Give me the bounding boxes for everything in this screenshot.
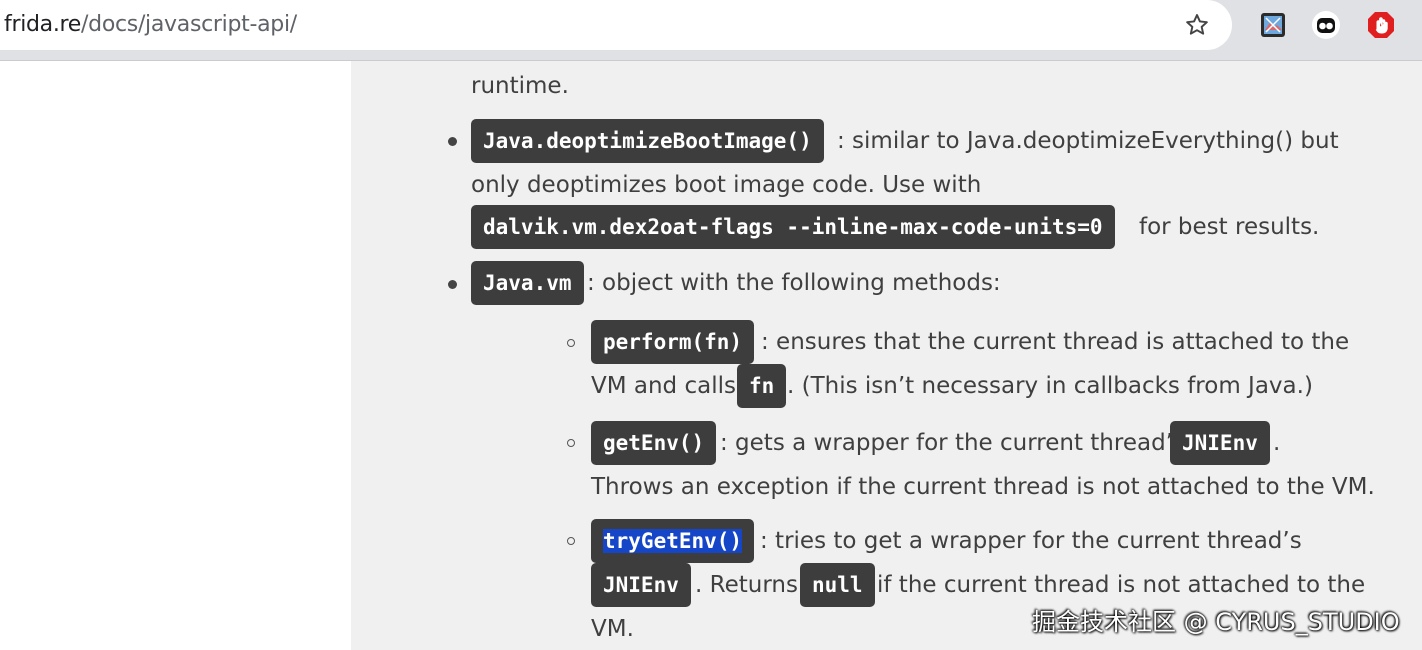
code-perform-fn: perform(fn): [591, 320, 755, 364]
docs-content: runtime. Java.deoptimizeBootImage() : si…: [351, 61, 1422, 650]
extension-icon-1[interactable]: [1258, 10, 1288, 40]
sub1-text-a: : ensures that the current thread is att…: [761, 329, 1350, 355]
watermark-text: 掘金技术社区 @ CYRUS_STUDIO: [1032, 608, 1400, 636]
code-jnienv: JNIEnv: [1170, 421, 1270, 465]
item2-text: : object with the following methods:: [587, 270, 1001, 296]
sub2-text-b: .: [1273, 430, 1281, 456]
code-java-vm: Java.vm: [471, 261, 584, 305]
sub3-text-d: VM.: [591, 616, 634, 642]
code-getenv: getEnv(): [591, 421, 717, 465]
url-host: frida.re: [4, 12, 82, 37]
sub1-text-b: VM and calls: [591, 373, 736, 399]
selected-text: tryGetEnv(): [603, 529, 743, 553]
extension-icon-2[interactable]: [1311, 10, 1341, 40]
runtime-text: runtime.: [471, 73, 569, 99]
extension-icon-3[interactable]: [1366, 10, 1396, 40]
sub3-text-b: . Returns: [695, 572, 798, 598]
list-bullet: [448, 280, 457, 289]
sub1-text-c: . (This isn’t necessary in callbacks fro…: [787, 373, 1313, 399]
left-sidebar-area: [0, 61, 351, 650]
code-dex2oat-flags: dalvik.vm.dex2oat-flags --inline-max-cod…: [471, 205, 1115, 249]
item1-text-c: for best results.: [1139, 214, 1320, 240]
bookmark-star-icon[interactable]: [1184, 12, 1210, 38]
sub3-text-c: if the current thread is not attached to…: [877, 572, 1366, 598]
code-java-deoptimizebootimage: Java.deoptimizeBootImage(): [471, 119, 824, 163]
sub2-text-a: : gets a wrapper for the current thread’…: [720, 430, 1185, 456]
code-jnienv-2: JNIEnv: [591, 563, 691, 607]
url-text[interactable]: frida.re/docs/javascript-api/: [4, 12, 297, 37]
url-path: /docs/javascript-api/: [81, 12, 297, 37]
code-fn: fn: [737, 364, 787, 408]
sublist-bullet: [567, 439, 575, 447]
sublist-bullet: [567, 339, 575, 347]
item1-text-b: only deoptimizes boot image code. Use wi…: [471, 172, 982, 198]
item1-text-a: : similar to Java.deoptimizeEverything()…: [837, 128, 1339, 154]
sub2-text-c: Throws an exception if the current threa…: [591, 474, 1375, 500]
address-bar[interactable]: frida.re/docs/javascript-api/: [0, 0, 1232, 50]
code-null: null: [800, 563, 875, 607]
sub3-text-a: : tries to get a wrapper for the current…: [760, 528, 1302, 554]
browser-toolbar: frida.re/docs/javascript-api/: [0, 0, 1422, 61]
sublist-bullet: [567, 537, 575, 545]
code-trygetenv-selected: tryGetEnv(): [591, 519, 755, 563]
list-bullet: [448, 137, 457, 146]
